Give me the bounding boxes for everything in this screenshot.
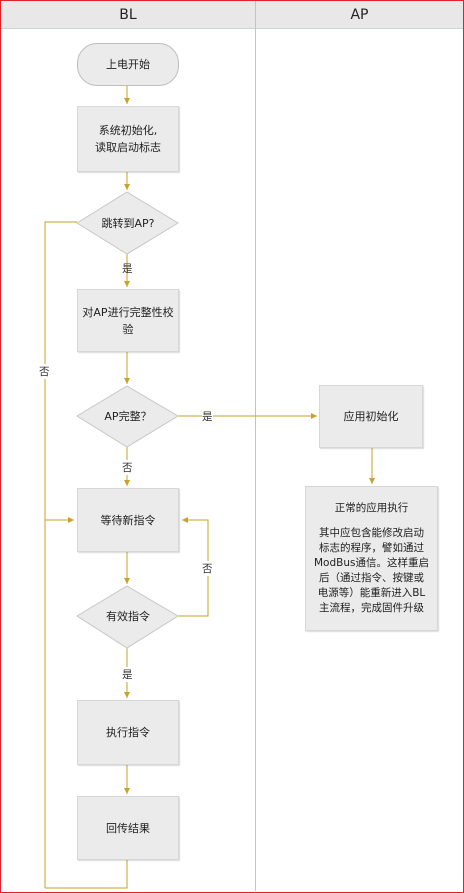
app-init-label: 应用初始化 [343, 410, 399, 423]
lane-header-ap: AP [256, 1, 463, 29]
edge-label-no-complete: 否 [122, 460, 133, 475]
verify-label-line1: 对AP进行完整性校 [82, 305, 174, 319]
init-label-line2: 读取启动标志 [95, 141, 161, 154]
lane-divider [255, 1, 256, 891]
result-label: 回传结果 [106, 821, 150, 835]
init-label-line1: 系统初始化, [98, 124, 158, 137]
init-node: 系统初始化, 读取启动标志 [77, 106, 179, 172]
app-exec-body: 其中应包含能修改启动标志的程序，譬如通过ModBus通信。这样重启后（通过指令、… [314, 527, 429, 614]
lane-title-ap: AP [350, 6, 369, 23]
exec-label: 执行指令 [106, 726, 150, 739]
edge-jump-no-loop [44, 221, 77, 888]
valid-label: 有效指令 [106, 609, 150, 623]
complete-decision: AP完整？ [77, 403, 179, 429]
exec-node: 执行指令 [77, 700, 179, 765]
app-exec-node: 正常的应用执行 其中应包含能修改启动标志的程序，譬如通过ModBus通信。这样重… [305, 486, 438, 631]
edge-label-yes-complete: 是 [202, 409, 213, 424]
edge-label-yes-jump: 是 [122, 263, 133, 275]
start-label: 上电开始 [106, 58, 150, 71]
lane-header-bl: BL [1, 1, 255, 29]
valid-decision: 有效指令 [77, 603, 179, 629]
start-node: 上电开始 [77, 43, 179, 86]
edge-label-no-valid: 否 [202, 561, 213, 576]
edge-result-loop [45, 860, 128, 889]
complete-label: AP完整？ [104, 409, 152, 423]
wait-label: 等待新指令 [100, 513, 156, 527]
edge-label-yes-valid: 是 [122, 667, 133, 682]
verify-node: 对AP进行完整性校 验 [77, 289, 179, 352]
verify-label-line2: 验 [122, 322, 134, 336]
edge-label-no-jump: 否 [39, 364, 50, 379]
result-node: 回传结果 [77, 796, 179, 860]
app-exec-title: 正常的应用执行 [334, 502, 409, 514]
lane-title-bl: BL [119, 6, 137, 23]
wait-node: 等待新指令 [77, 488, 179, 552]
app-init-node: 应用初始化 [319, 385, 423, 448]
jump-label: 跳转到AP? [101, 216, 155, 230]
jump-decision: 跳转到AP? [77, 210, 179, 236]
